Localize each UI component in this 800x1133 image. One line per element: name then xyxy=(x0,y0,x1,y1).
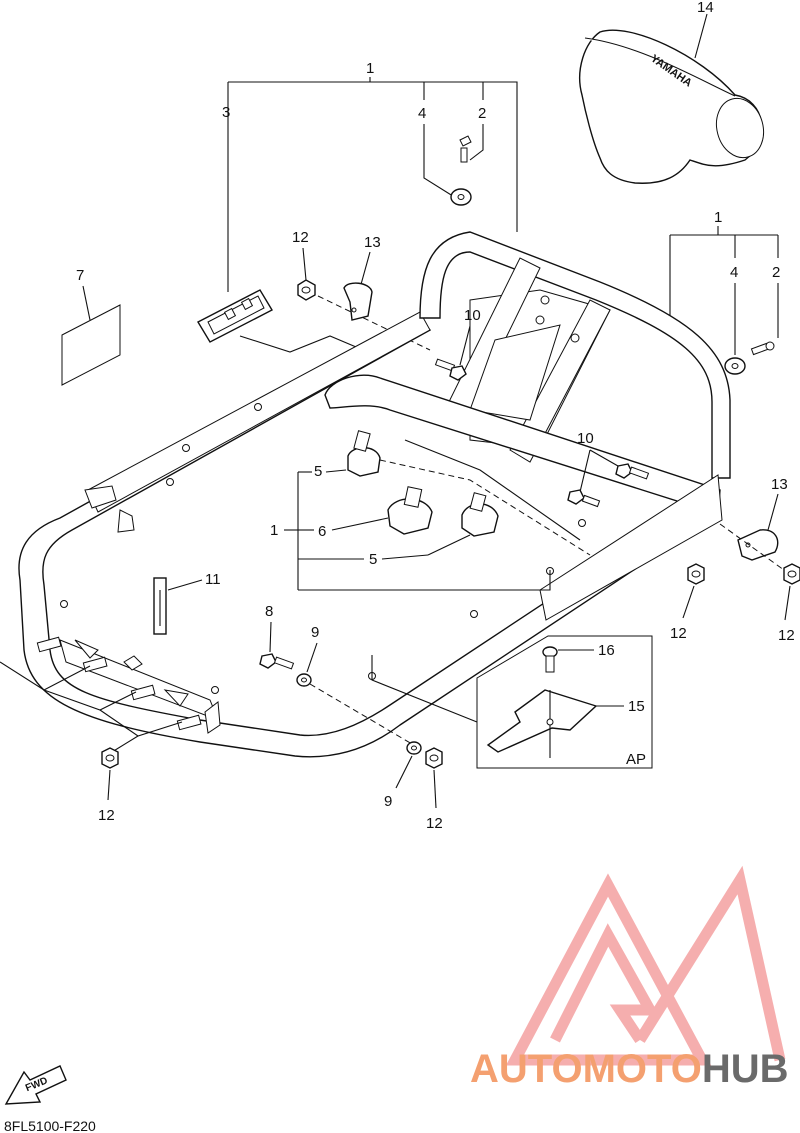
clip-part-13-right xyxy=(737,529,779,561)
watermark-text-automoto: AUTOMOTO xyxy=(470,1047,702,1091)
callout-12-left: 12 xyxy=(98,807,115,824)
callout-13-top: 13 xyxy=(364,234,381,251)
callout-5-upper: 5 xyxy=(314,463,322,480)
damper-part-4-top xyxy=(450,188,472,206)
callout-12-bottom: 12 xyxy=(426,815,443,832)
callout-4-right: 4 xyxy=(730,264,738,281)
washer-part-9-upper xyxy=(296,673,312,687)
frame-part-1 xyxy=(18,231,731,758)
guard-part-15 xyxy=(486,689,598,753)
fwd-arrow-icon: FWD xyxy=(4,1065,67,1105)
callout-1-right: 1 xyxy=(714,209,722,226)
callout-1-top: 1 xyxy=(366,60,374,77)
strap-part-11 xyxy=(153,577,167,635)
pad-part-3 xyxy=(197,289,273,343)
rivet-part-2-right xyxy=(750,341,775,356)
screw-part-16 xyxy=(542,646,558,673)
ap-label: AP xyxy=(626,751,646,768)
damper-part-4-right xyxy=(724,357,746,375)
callout-2-right: 2 xyxy=(772,264,780,281)
clamp-part-6 xyxy=(387,486,433,535)
nut-part-12-top xyxy=(297,279,316,301)
washer-part-9-lower xyxy=(406,741,422,755)
callout-13-right: 13 xyxy=(771,476,788,493)
callout-9-lower: 9 xyxy=(384,793,392,810)
ap-inset-box: 16 15 AP xyxy=(476,635,653,769)
callout-2-top: 2 xyxy=(478,105,486,122)
label-sheet-part-7 xyxy=(61,304,121,386)
bolt-part-8 xyxy=(259,653,295,670)
watermark-triangle-inner xyxy=(550,923,660,1044)
nut-part-12-far-right xyxy=(783,563,800,585)
callout-14: 14 xyxy=(697,0,714,16)
clip-part-13-top xyxy=(343,282,373,321)
rivet-part-2-top xyxy=(459,135,472,163)
callout-3: 3 xyxy=(222,104,230,121)
nut-part-12-right xyxy=(687,563,705,585)
watermark-text: AUTOMOTOHUB xyxy=(470,1047,789,1091)
callout-16: 16 xyxy=(598,642,615,659)
clamp-part-5-upper xyxy=(347,430,381,477)
callout-9-upper: 9 xyxy=(311,624,319,641)
nut-part-12-bottom xyxy=(425,747,443,769)
seat-part-14: YAMAHA xyxy=(579,29,765,184)
callout-6: 6 xyxy=(318,523,326,540)
callout-12-far-right: 12 xyxy=(778,627,795,644)
callout-8: 8 xyxy=(265,603,273,620)
bolt-part-10-top xyxy=(434,358,467,381)
drawing-code: 8FL5100-F220 xyxy=(4,1118,96,1133)
callout-11: 11 xyxy=(205,571,221,588)
callout-10-right: 10 xyxy=(577,430,594,447)
callout-7: 7 xyxy=(76,267,84,284)
callout-1-mid: 1 xyxy=(270,522,278,539)
stud-bolts-front xyxy=(36,636,202,731)
callout-12-right: 12 xyxy=(670,625,687,642)
watermark-text-hub: HUB xyxy=(702,1047,789,1091)
callout-15: 15 xyxy=(628,698,645,715)
watermark-logo xyxy=(505,865,786,1066)
callout-10-top: 10 xyxy=(464,307,481,324)
callout-5-lower: 5 xyxy=(369,551,377,568)
callout-4-top: 4 xyxy=(418,105,426,122)
watermark-triangle-outer xyxy=(505,873,712,1066)
nut-part-12-left xyxy=(101,747,119,769)
bolt-part-10-right-a xyxy=(615,463,650,480)
callout-12-top: 12 xyxy=(292,229,309,246)
clamp-part-5-lower xyxy=(461,492,499,537)
bolt-part-10-right-b xyxy=(567,489,601,508)
